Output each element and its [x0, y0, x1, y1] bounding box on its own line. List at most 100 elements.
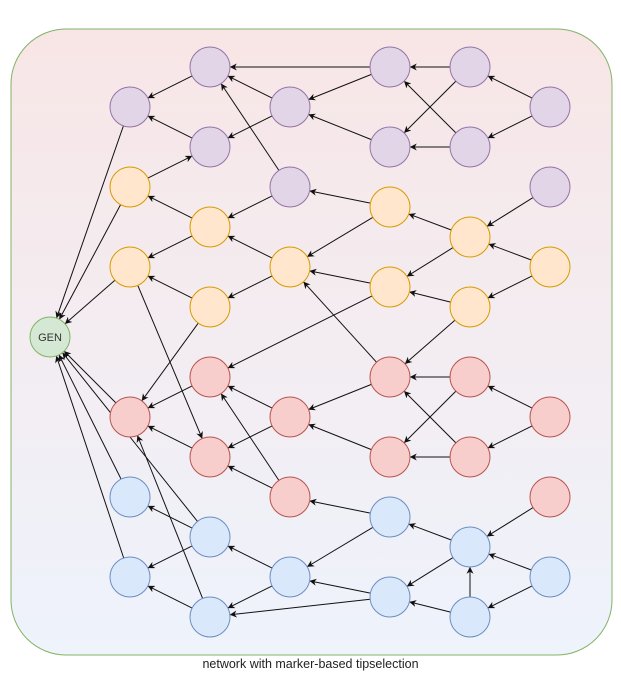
purple-node-p1 — [189, 46, 231, 88]
genesis-node — [29, 316, 71, 358]
blue-node-b9 — [189, 596, 231, 638]
edge-o3-to-o1 — [147, 195, 193, 219]
edges-layer — [55, 63, 534, 618]
red-node-r3 — [449, 356, 491, 398]
blue-node-b4 — [449, 526, 491, 568]
red-node-r2 — [369, 356, 411, 398]
purple-node-p8 — [369, 126, 411, 168]
edge-o5-to-GEN — [64, 279, 116, 324]
edge-r2-to-r5 — [308, 383, 372, 411]
genesis-label: GEN — [38, 332, 62, 344]
edge-b6-to-b3 — [227, 545, 273, 569]
edge-o10-to-o8 — [409, 290, 451, 303]
edge-b1-to-GEN — [58, 354, 122, 480]
purple-node-p7 — [189, 126, 231, 168]
edge-p8-to-p5 — [308, 113, 372, 141]
edge-o8-to-r1 — [227, 295, 373, 369]
edge-b8-to-b9 — [229, 598, 371, 618]
edge-p6-to-p9 — [487, 115, 533, 139]
orange-node-o7 — [529, 246, 571, 288]
network-panel — [10, 28, 613, 656]
red-node-r7 — [189, 436, 231, 478]
purple-node-p11 — [529, 166, 571, 208]
edge-o6-to-o9 — [227, 275, 273, 299]
edge-o5-to-r7 — [137, 285, 203, 439]
edge-r2-to-o6 — [303, 281, 377, 363]
edge-p6-to-p3 — [487, 75, 533, 99]
red-node-r9 — [449, 436, 491, 478]
edge-b5-to-GEN — [55, 355, 125, 559]
orange-node-o10 — [449, 286, 491, 328]
edge-b9-to-b5 — [147, 585, 193, 609]
edge-o4-to-o8 — [406, 247, 454, 277]
edge-r7-to-r4 — [147, 425, 193, 449]
orange-node-o3 — [189, 206, 231, 248]
blue-node-b3 — [189, 516, 231, 558]
edge-r4-to-GEN — [64, 351, 117, 404]
edge-r10-to-r7 — [227, 465, 273, 489]
purple-node-p9 — [449, 126, 491, 168]
purple-node-p3 — [449, 46, 491, 88]
edge-b8-to-b6 — [309, 578, 371, 594]
edge-o7-to-o10 — [487, 275, 533, 299]
edge-b4-to-b2 — [408, 523, 452, 541]
edge-o9-to-o5 — [147, 275, 193, 299]
edge-r6-to-r9 — [487, 425, 533, 449]
edge-p9-to-p2 — [404, 81, 457, 134]
blue-node-b6 — [269, 556, 311, 598]
orange-node-o6 — [269, 246, 311, 288]
purple-node-p5 — [269, 86, 311, 128]
edge-r8-to-r5 — [308, 423, 372, 451]
edge-p10-to-p1 — [220, 83, 280, 171]
orange-node-o5 — [109, 246, 151, 288]
orange-node-o4 — [449, 216, 491, 258]
orange-node-o1 — [109, 166, 151, 208]
purple-node-p6 — [529, 86, 571, 128]
edge-r1-to-r4 — [147, 385, 193, 409]
edge-p1-to-p4 — [147, 75, 193, 99]
purple-node-p10 — [269, 166, 311, 208]
blue-node-b7 — [529, 556, 571, 598]
edge-b7-to-b4 — [488, 553, 532, 571]
blue-node-b2 — [369, 496, 411, 538]
purple-node-p2 — [369, 46, 411, 88]
edge-b6-to-b9 — [227, 585, 273, 609]
edge-o1-to-p7 — [147, 155, 193, 179]
edge-r11-to-b4 — [486, 507, 534, 537]
edge-o7-to-o4 — [488, 243, 532, 261]
edge-b7-to-b10 — [487, 585, 533, 609]
purple-node-p4 — [109, 86, 151, 128]
edge-r6-to-r3 — [487, 385, 533, 409]
orange-node-o8 — [369, 266, 411, 308]
edge-o3-to-o5 — [147, 235, 193, 259]
edge-b9-to-r4 — [136, 435, 204, 599]
orange-node-o2 — [369, 186, 411, 228]
edge-p11-to-o4 — [486, 197, 534, 227]
edge-o6-to-o3 — [227, 235, 273, 259]
blue-node-b8 — [369, 576, 411, 618]
edge-o10-to-r2 — [404, 319, 456, 364]
blue-node-b10 — [449, 596, 491, 638]
red-node-r5 — [269, 396, 311, 438]
blue-node-b1 — [109, 476, 151, 518]
edge-o4-to-o2 — [408, 213, 452, 231]
orange-node-o9 — [189, 286, 231, 328]
nodes-layer: GEN — [29, 46, 571, 638]
edge-b3-to-b5 — [147, 545, 193, 569]
edge-b10-to-b8 — [409, 600, 451, 613]
edge-b2-to-b6 — [306, 526, 374, 567]
blue-node-b5 — [109, 556, 151, 598]
red-node-r1 — [189, 356, 231, 398]
edge-o2-to-o6 — [306, 216, 374, 257]
edge-p4-to-GEN — [55, 125, 124, 319]
edge-r9-to-r2 — [404, 391, 457, 444]
red-node-r11 — [529, 476, 571, 518]
edge-p5-to-p1 — [227, 75, 273, 99]
red-node-r4 — [109, 396, 151, 438]
edge-p2-to-p5 — [308, 73, 372, 101]
edge-p7-to-p4 — [147, 115, 193, 139]
edge-p10-to-o3 — [227, 195, 273, 219]
edge-o1-to-GEN — [59, 204, 122, 320]
red-node-r10 — [269, 476, 311, 518]
